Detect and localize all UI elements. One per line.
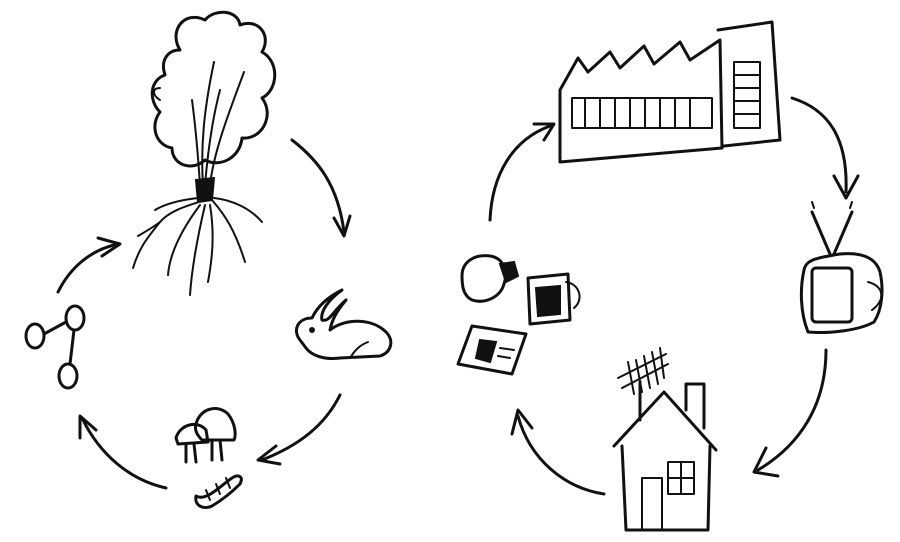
arrow-tv-to-house xyxy=(754,350,826,476)
arrow-molecule-to-tree xyxy=(58,238,120,292)
right-cycle xyxy=(458,22,882,530)
arrow-rabbit-to-mushrooms xyxy=(258,395,340,464)
arrow-house-to-devices xyxy=(512,410,604,494)
worm-icon xyxy=(196,476,242,508)
mushroom-icon xyxy=(176,409,235,462)
discarded-devices-icon xyxy=(458,256,580,374)
arrow-devices-to-factory xyxy=(490,124,554,220)
house-icon xyxy=(614,348,716,530)
rabbit-icon xyxy=(296,290,390,359)
arrow-tree-to-rabbit xyxy=(292,140,350,236)
molecule-icon xyxy=(26,306,84,388)
tree-icon xyxy=(133,12,275,295)
arrow-worm-to-molecule xyxy=(80,416,166,488)
left-cycle xyxy=(26,12,391,507)
television-icon xyxy=(801,202,882,333)
arrow-factory-to-tv xyxy=(792,98,858,198)
factory-icon xyxy=(560,22,780,162)
